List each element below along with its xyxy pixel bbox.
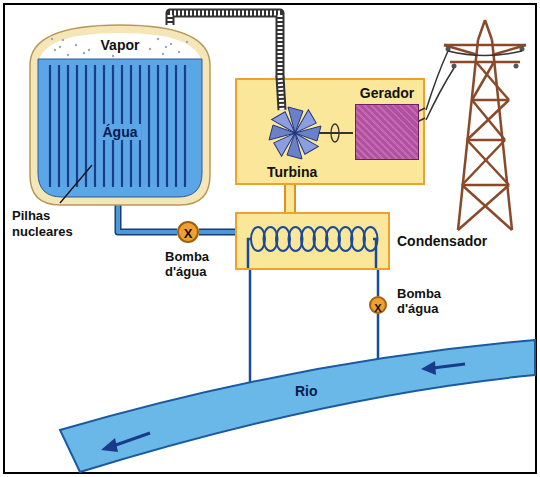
fuel-rods	[50, 65, 185, 187]
turbine-label: Turbina	[267, 164, 317, 180]
steam-pipe	[280, 76, 282, 110]
generator-body	[355, 104, 419, 160]
pump-symbol-box: X	[369, 298, 387, 316]
power-wires	[426, 51, 522, 120]
cooling-pipe	[249, 270, 252, 385]
pipe-outline	[199, 229, 235, 236]
cooling-pipe	[377, 270, 380, 296]
coil-pipe	[248, 239, 376, 268]
water-pipe	[199, 230, 235, 234]
pipe-outline	[284, 185, 296, 212]
river-label: Rio	[295, 383, 318, 399]
condenser-drawing	[235, 212, 390, 270]
coil	[251, 227, 378, 251]
generator-label-box: Gerador	[355, 84, 419, 102]
frame	[4, 4, 536, 473]
steam-space	[38, 33, 202, 197]
rotation-mark	[331, 124, 339, 142]
vessel-shell	[30, 25, 210, 205]
pump-symbol: X	[184, 226, 193, 241]
leader-line	[60, 165, 92, 203]
transmission-tower	[444, 20, 526, 230]
steam-dots	[51, 38, 188, 57]
pump-label-box: Bomba d'água	[165, 249, 229, 280]
water-label-box: Água	[30, 123, 210, 141]
label-box: Pilhas nucleares	[12, 208, 92, 241]
steam-label: Vapor	[101, 37, 140, 53]
cooling-pipe	[377, 314, 380, 362]
flow-arrows	[101, 361, 465, 452]
turbine-blades	[269, 107, 321, 159]
water-pipe	[118, 205, 177, 232]
part-label: Pilhas nucleares	[12, 208, 92, 241]
water-pump: XBomba d'água	[177, 221, 199, 243]
generator-label: Gerador	[360, 85, 414, 101]
river-band	[60, 340, 535, 472]
condenser-label: Condensador	[397, 233, 487, 249]
steam-label-box: Vapor	[30, 36, 210, 54]
generator: Gerador	[355, 84, 419, 160]
pump-symbol-box: X	[177, 224, 199, 242]
insulators	[446, 47, 525, 69]
turbine-housing: Turbina Gerador	[235, 78, 425, 185]
pump-symbol: X	[374, 302, 381, 314]
water-label: Água	[100, 124, 141, 140]
reactor-vessel: VaporÁgua	[30, 25, 210, 205]
pump-label-box: Bomba d'água	[397, 286, 461, 317]
turbine-label-box: Turbina	[267, 163, 317, 181]
condenser-label-box: Condensador	[397, 232, 487, 250]
river-drawing	[55, 330, 535, 477]
shaft	[319, 132, 353, 134]
exhaust-duct	[286, 185, 294, 212]
river-label-box: Rio	[295, 382, 318, 400]
water-pump: XBomba d'água	[369, 296, 387, 314]
pipe-outline	[118, 205, 177, 232]
pump-label: Bomba d'água	[397, 286, 461, 316]
steam-pipe-outline	[280, 76, 282, 110]
condenser: Condensador	[235, 212, 390, 270]
river: Rio	[55, 330, 535, 477]
water-fill	[38, 59, 202, 197]
pump-label: Bomba d'água	[165, 249, 229, 279]
